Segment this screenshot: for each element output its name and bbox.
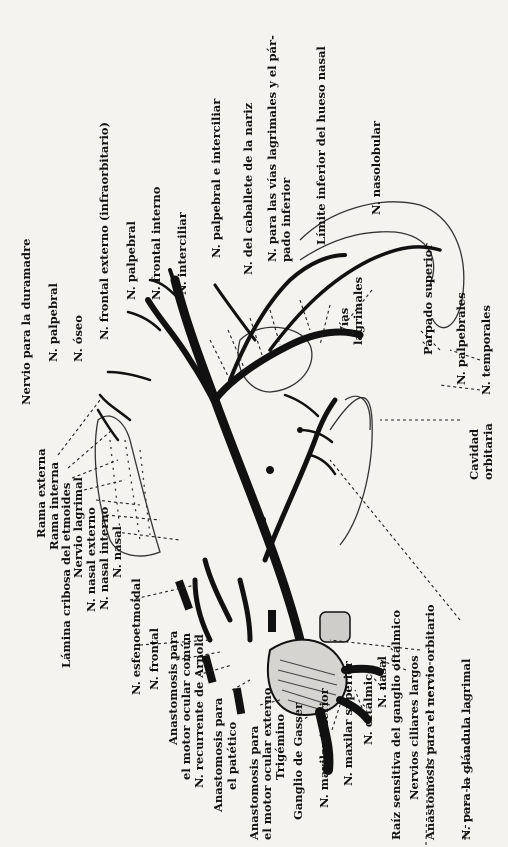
label-n-palpebral-interciliar: N. palpebral e interciliar — [209, 98, 223, 258]
label-anastomosis-1: Anastomosis para — [166, 630, 180, 746]
label-el-patetico: el patético — [225, 722, 239, 790]
label-n-nasal-2: N. nasal — [375, 655, 389, 708]
label-n-palpebral-1: N. palpebral — [46, 282, 60, 362]
right-inner-labels: Vías lagrimales Párpado superior — [337, 243, 435, 355]
label-n-temporales: N. temporales — [479, 305, 493, 395]
nerve-twigs — [98, 280, 335, 474]
lower-nerve-bundle — [195, 560, 250, 640]
label-n-vias-lagrimales: N. para las vías lagrimales y el pár- — [265, 35, 279, 262]
label-cavidad: Cavidad — [467, 429, 481, 480]
label-trigemino: Trigémino — [273, 714, 287, 780]
right-labels: N. palpebrales N. temporales Cavidad orb… — [454, 292, 495, 480]
label-parpado-inferior: pado inferior — [279, 177, 293, 262]
label-parpado-superior: Párpado superior — [421, 243, 435, 355]
label-n-maxilar-superior: N. maxilar superior — [341, 660, 355, 786]
label-n-interciliar: N. interciliar — [175, 211, 189, 295]
label-anastomosis-orbitario: Anastomosis para el nervio orbitario — [423, 604, 437, 841]
label-n-maxilar-inferior: N. maxilar inferior — [317, 687, 331, 808]
label-rama-externa: Rama externa — [34, 448, 48, 538]
label-vias: Vías — [337, 308, 351, 336]
label-n-palpebrales: N. palpebrales — [454, 292, 468, 385]
label-raiz-sensitiva: Raíz sensitiva del ganglio oftálmico — [389, 610, 403, 840]
label-n-nasolobular: N. nasolobular — [369, 120, 383, 215]
label-lagrimales: lagrimales — [351, 277, 365, 345]
orbital-wall — [345, 396, 370, 430]
label-n-recurrente-arnold: N. recurrente de Arnold — [192, 634, 206, 788]
label-ganglio-gasser: Ganglio de Gasser — [291, 702, 305, 820]
label-glandula-lagrimal: N. para la glándula lagrimal — [459, 658, 473, 840]
label-n-nasal-1: N. nasal — [110, 525, 124, 578]
label-n-frontal: N. frontal — [147, 627, 161, 690]
label-n-oseo: N. óseo — [71, 315, 85, 362]
label-nervios-ciliares-largos: Nervios ciliares largos — [407, 655, 421, 800]
ciliary-ganglion — [320, 612, 350, 642]
label-n-frontal-interno: N. frontal interno — [149, 186, 163, 300]
lacrimal-branch — [265, 400, 335, 560]
label-anastomosis-2: Anastomosis para — [211, 697, 225, 813]
label-n-esfenoetmoidal: N. esfenoetmoidal — [129, 578, 143, 695]
label-n-nasal-externo: N. nasal externo — [84, 507, 98, 612]
label-motor-ocular-comun: el motor ocular común — [179, 632, 193, 780]
label-nervio-lagrimal: Nervio lagrimal — [71, 476, 85, 578]
label-n-palpebral-2: N. palpebral — [124, 220, 138, 300]
small-markers — [258, 427, 303, 524]
palpebral-branch — [215, 285, 255, 340]
label-n-oftalmico: N. oftálmico — [361, 666, 375, 745]
orbital-cavity-outline — [330, 398, 372, 545]
label-nervio-duramadre: Nervio para la duramadre — [19, 239, 33, 405]
label-n-nasal-interno: N. nasal interno — [97, 506, 111, 610]
label-anastomosis-3: Anastomosis para — [247, 725, 261, 841]
label-limite-hueso-nasal: Límite inferior del hueso nasal — [314, 46, 328, 245]
label-n-caballete-nariz: N. del caballete de la nariz — [241, 102, 255, 275]
label-n-frontal-externo: N. frontal externo (infraorbitario) — [97, 122, 111, 340]
cribriform-dots — [110, 440, 150, 540]
label-orbitaria: orbitaria — [481, 423, 495, 480]
label-motor-ocular-externo: el motor ocular externo — [260, 687, 274, 840]
